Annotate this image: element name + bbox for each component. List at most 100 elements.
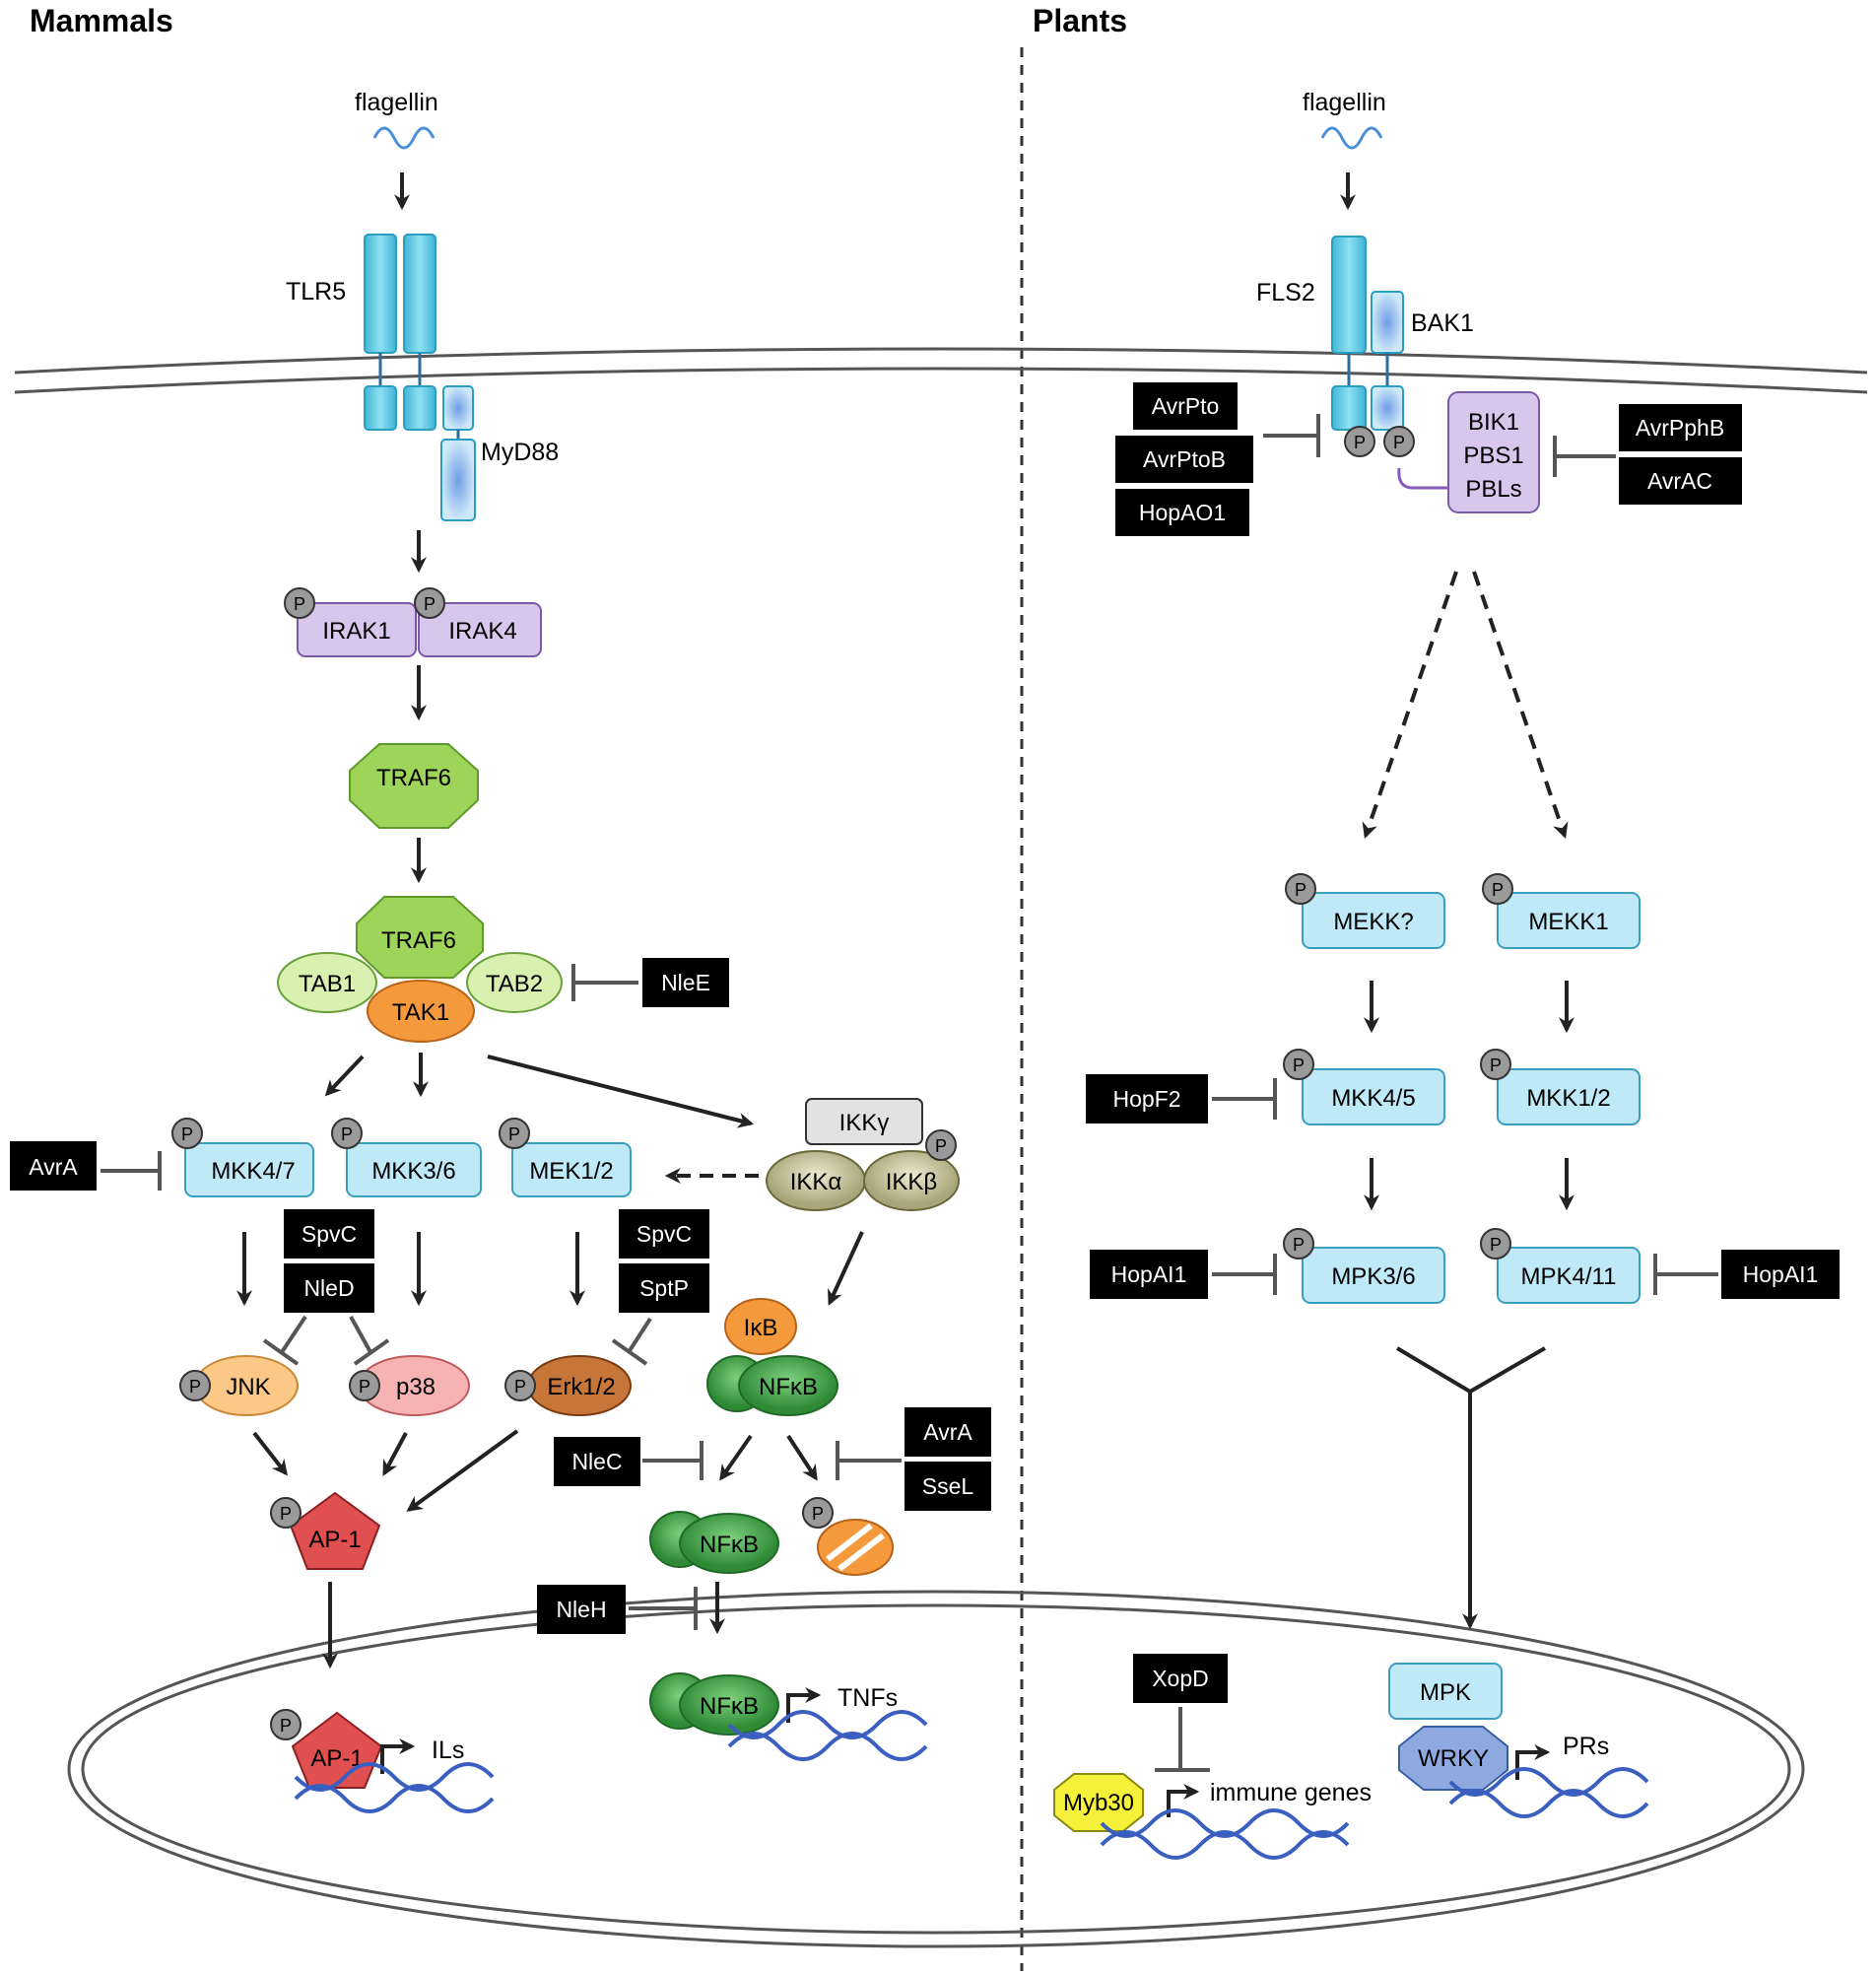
svg-text:SptP: SptP (639, 1275, 689, 1301)
plants-header: Plants (1033, 3, 1127, 38)
transcription-arrow-ils (380, 1738, 416, 1774)
arrow-erk-ap1 (406, 1429, 519, 1512)
irak4-node: IRAK4 (418, 602, 542, 657)
svg-text:P: P (1354, 433, 1366, 452)
immune-genes-label: immune genes (1210, 1779, 1372, 1806)
flagellin-label-plant: flagellin (1303, 89, 1386, 116)
avrpto-group-effectors: AvrPto AvrPtoB HopAO1 (1115, 382, 1253, 536)
svg-text:AvrPto: AvrPto (1152, 393, 1220, 419)
svg-text:TAB1: TAB1 (299, 971, 356, 997)
arrow-ikk-nfkb (828, 1231, 864, 1306)
svg-text:MPK: MPK (1420, 1679, 1471, 1706)
svg-text:P: P (1293, 1056, 1305, 1075)
svg-text:SpvC: SpvC (302, 1221, 357, 1247)
inhibit-nled-jnk (280, 1315, 307, 1354)
svg-text:P: P (424, 594, 436, 614)
phospho-fls2-1: P (1344, 426, 1375, 457)
svg-text:TAK1: TAK1 (392, 999, 449, 1026)
svg-text:AvrPtoB: AvrPtoB (1143, 446, 1226, 472)
ikkb-node: IKKβ (863, 1150, 960, 1211)
transcription-arrow-immune (1167, 1784, 1200, 1817)
svg-text:IRAK4: IRAK4 (448, 618, 516, 645)
svg-text:AvrA: AvrA (923, 1419, 972, 1445)
avra-left-effector: AvrA (10, 1141, 97, 1191)
svg-text:HopAI1: HopAI1 (1111, 1261, 1187, 1287)
phospho-irak4: P (414, 587, 445, 619)
mkk47-node: MKK4/7 (184, 1142, 314, 1197)
svg-text:P: P (181, 1124, 193, 1144)
svg-text:AvrA: AvrA (29, 1154, 78, 1180)
flagellin-squiggle-mammal (372, 126, 436, 150)
spvc-sptp-effectors: SpvC SptP (619, 1209, 709, 1313)
mkk45-node: MKK4/5 (1302, 1068, 1445, 1125)
traf6-top-label: TRAF6 (376, 765, 451, 791)
plasma-membrane-inner (14, 367, 1868, 394)
svg-text:SseL: SseL (922, 1473, 974, 1499)
nleh-effector: NleH (537, 1585, 626, 1634)
svg-text:P: P (280, 1504, 292, 1524)
svg-text:P: P (935, 1136, 947, 1156)
tab2-node: TAB2 (466, 952, 563, 1013)
svg-text:P: P (189, 1377, 201, 1396)
tnfs-label: TNFs (838, 1684, 898, 1712)
svg-text:MKK4/7: MKK4/7 (211, 1158, 295, 1185)
fls2-receptor (1331, 236, 1367, 431)
phospho-ikkb: P (925, 1129, 957, 1161)
arrow-p38-ap1 (382, 1432, 408, 1476)
svg-text:AvrAC: AvrAC (1647, 468, 1712, 494)
plasma-membrane (14, 347, 1868, 375)
dna-helix-immune (1100, 1808, 1350, 1860)
svg-text:MKK4/5: MKK4/5 (1331, 1085, 1415, 1112)
svg-text:MEKK?: MEKK? (1333, 909, 1413, 935)
svg-text:MEKK1: MEKK1 (1528, 909, 1608, 935)
svg-text:IκB: IκB (744, 1315, 778, 1341)
mekk-q-node: MEKK? (1302, 892, 1445, 949)
bik1-phospho-arrow (1397, 467, 1448, 490)
inhibit-nled-p38 (349, 1316, 372, 1353)
svg-text:HopAI1: HopAI1 (1743, 1261, 1819, 1287)
avrpphb-avrac-effectors: AvrPphB AvrAC (1619, 404, 1742, 505)
bak1-label: BAK1 (1411, 309, 1474, 337)
inhibit-nled-p38-bar (353, 1338, 390, 1366)
svg-text:P: P (359, 1377, 370, 1396)
flagellin-squiggle-plant (1320, 126, 1383, 150)
svg-text:AvrPphB: AvrPphB (1636, 415, 1724, 441)
traf6-top-node (349, 743, 479, 829)
erk12-node: Erk1/2 (527, 1355, 632, 1416)
mpk-convergence-lines (1395, 1346, 1547, 1626)
arrow-tak1-mkk47 (324, 1055, 365, 1097)
ikkg-node: IKKγ (805, 1098, 923, 1145)
svg-text:IKKγ: IKKγ (839, 1110, 890, 1136)
inhibit-sptp-erk-bar (611, 1338, 648, 1366)
svg-text:P: P (812, 1504, 824, 1524)
mammals-header: Mammals (30, 3, 173, 38)
phospho-mpk36: P (1283, 1228, 1314, 1260)
svg-text:MKK1/2: MKK1/2 (1526, 1085, 1610, 1112)
avra-ssel-effectors: AvrA SseL (904, 1407, 991, 1511)
svg-text:HopAO1: HopAO1 (1139, 500, 1226, 525)
hopai1-right-effector: HopAI1 (1721, 1250, 1840, 1299)
svg-text:IKKα: IKKα (790, 1169, 842, 1195)
mkk12-node: MKK1/2 (1497, 1068, 1641, 1125)
svg-text:MPK3/6: MPK3/6 (1331, 1263, 1415, 1290)
svg-text:p38: p38 (396, 1374, 436, 1400)
ap1-cyto-label: AP-1 (308, 1527, 361, 1553)
svg-text:P: P (508, 1124, 520, 1144)
ikka-node: IKKα (766, 1150, 866, 1211)
svg-text:P: P (514, 1377, 526, 1396)
svg-text:NFκB: NFκB (700, 1532, 759, 1558)
svg-text:P: P (1490, 1056, 1502, 1075)
phospho-mkk12: P (1480, 1049, 1511, 1080)
arrow-ikb-degradation (786, 1434, 818, 1481)
svg-text:MEK1/2: MEK1/2 (529, 1158, 613, 1185)
phospho-mpk411: P (1480, 1228, 1511, 1260)
ap1-nucleus-node (291, 1711, 383, 1789)
phospho-erk12: P (504, 1370, 536, 1401)
svg-text:NleE: NleE (661, 970, 710, 995)
svg-text:P: P (1293, 1235, 1305, 1255)
irak1-node: IRAK1 (297, 602, 417, 657)
arrow-tak1-ikk (487, 1055, 755, 1128)
wrky-label: WRKY (1418, 1745, 1489, 1772)
ils-label: ILs (432, 1737, 464, 1764)
traf6-complex-node (356, 896, 484, 979)
